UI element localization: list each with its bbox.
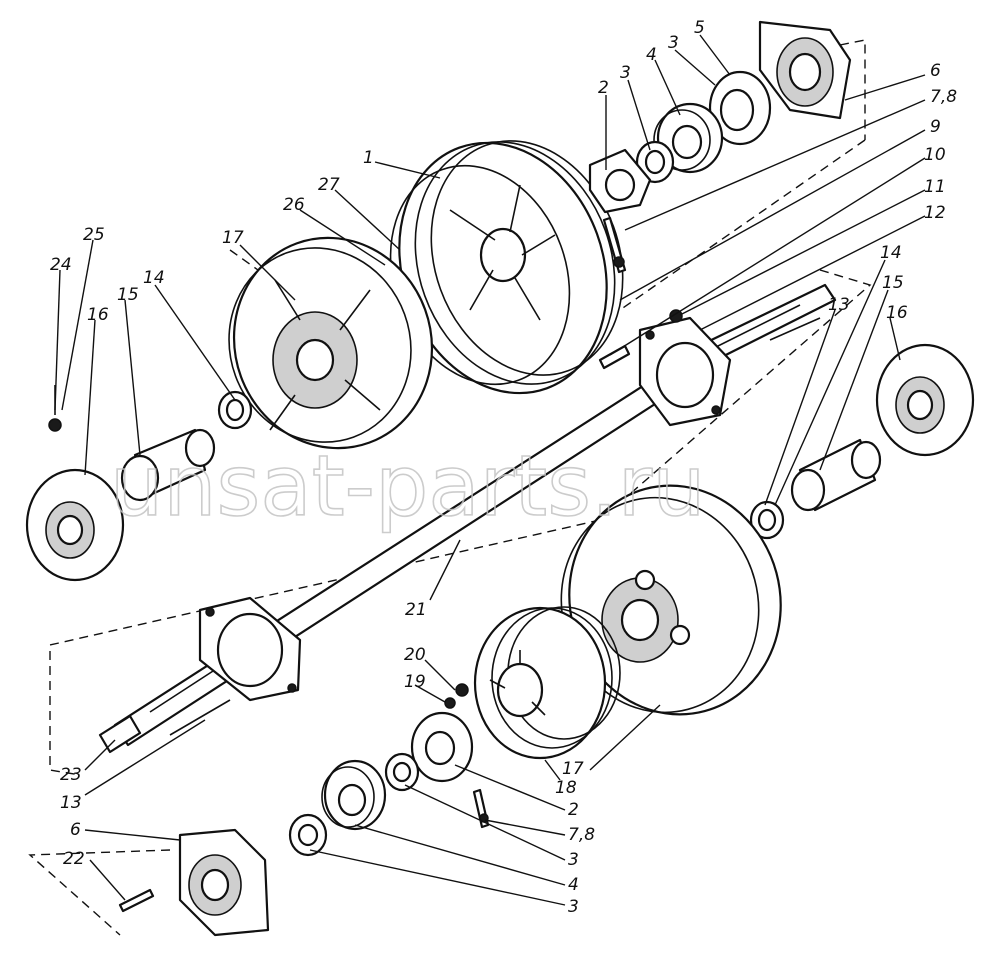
bolt-7-8-lower — [472, 788, 490, 829]
bearing-4-lower — [321, 759, 387, 831]
callout-11: 11 — [924, 177, 946, 197]
callout-16-left: 16 — [87, 305, 109, 325]
ring-3-upper — [635, 140, 675, 184]
callout-13-left: 13 — [60, 793, 82, 813]
callout-3-upper-b: 3 — [668, 33, 679, 53]
flange-plate-left — [198, 596, 302, 702]
ring-3-lower-b — [288, 813, 328, 857]
callout-17-upper: 17 — [222, 228, 244, 248]
pulley-18 — [473, 606, 621, 760]
callout-18: 18 — [555, 778, 577, 798]
bearing-housing-6-upper — [758, 20, 852, 120]
callout-27: 27 — [318, 175, 340, 195]
nut-20 — [455, 683, 469, 697]
bolt-7-8-upper — [602, 216, 627, 274]
callout-26: 26 — [283, 195, 305, 215]
callout-22: 22 — [63, 849, 85, 869]
callout-4-lower: 4 — [568, 875, 579, 895]
callout-2-upper: 2 — [598, 78, 609, 98]
callout-16-right: 16 — [886, 303, 908, 323]
bolt-10 — [598, 344, 631, 370]
callout-labels: 1 2 3 4 3 5 6 7,8 9 10 11 12 13 14 15 16… — [50, 18, 957, 917]
nut-19 — [444, 697, 456, 709]
callout-13-right: 13 — [828, 295, 850, 315]
callout-3-lower-a: 3 — [568, 850, 579, 870]
callout-6-upper: 6 — [930, 61, 941, 81]
callout-25: 25 — [83, 225, 105, 245]
callout-9: 9 — [930, 117, 941, 137]
screw-22 — [118, 888, 155, 913]
bearing-4-upper — [653, 102, 724, 174]
callout-17-lower: 17 — [562, 759, 584, 779]
spacer-15-left — [120, 428, 216, 502]
callout-6-lower: 6 — [70, 820, 81, 840]
callout-20: 20 — [404, 645, 426, 665]
callout-15-left: 15 — [117, 285, 139, 305]
bearing-housing-6-lower — [178, 828, 270, 937]
callout-7-8-upper: 7,8 — [930, 87, 957, 107]
ring-3-lower-a — [384, 752, 420, 792]
ring-13-right — [749, 500, 785, 540]
screw-24 — [48, 385, 62, 432]
callout-1: 1 — [363, 148, 374, 168]
flange-plate-right — [638, 316, 732, 427]
ring-14-left — [217, 390, 253, 430]
pulley-17-upper — [228, 236, 434, 450]
callout-14-right: 14 — [880, 243, 902, 263]
callout-3-upper-a: 3 — [620, 63, 631, 83]
callout-15-right: 15 — [882, 273, 904, 293]
ring-5 — [708, 70, 772, 146]
callout-23: 23 — [60, 765, 82, 785]
callout-14-left: 14 — [143, 268, 165, 288]
callout-5: 5 — [694, 18, 705, 38]
callout-21: 21 — [405, 600, 427, 620]
watermark-text: unsat-parts.ru — [110, 437, 705, 535]
callout-10: 10 — [924, 145, 946, 165]
nut-11 — [669, 309, 683, 323]
callout-7-8-lower: 7,8 — [568, 825, 595, 845]
callout-12: 12 — [924, 203, 946, 223]
callout-4-upper: 4 — [646, 45, 657, 65]
flange-16-right — [875, 343, 975, 457]
cap-2-lower — [410, 711, 474, 783]
cap-2-upper — [588, 148, 652, 214]
callout-2-lower: 2 — [568, 800, 579, 820]
flange-16-left — [25, 468, 125, 582]
callout-19: 19 — [404, 672, 426, 692]
spacer-15-right — [790, 438, 882, 512]
callout-24: 24 — [50, 255, 72, 275]
pulley-1 — [389, 140, 624, 395]
leader-lines — [54, 34, 926, 906]
callout-3-lower-b: 3 — [568, 897, 579, 917]
